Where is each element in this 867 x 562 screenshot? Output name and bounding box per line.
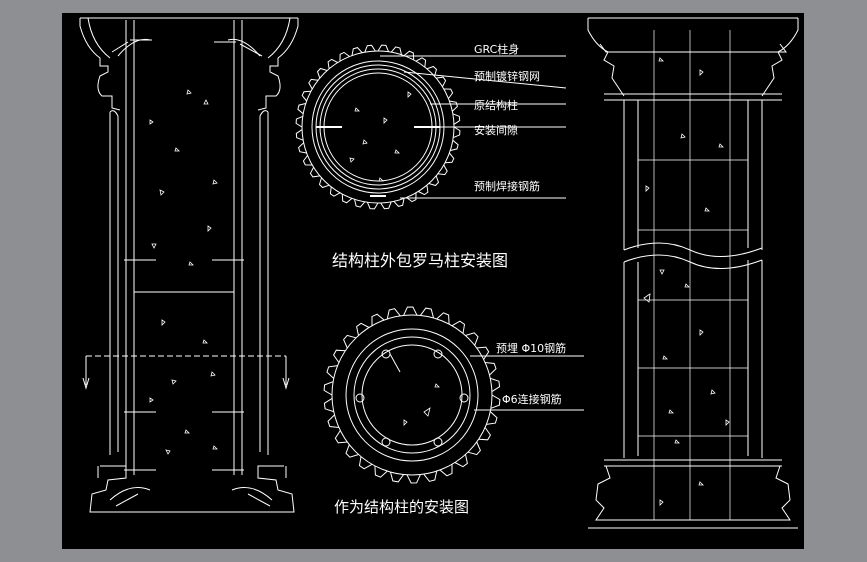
label-welded-rebar: 预制焊接钢筋	[474, 179, 540, 193]
left-column-elevation	[79, 17, 299, 513]
section2-caption: 作为结构柱的安装图	[334, 498, 469, 516]
label-galvanized-mesh: 预制镀锌钢网	[474, 69, 540, 83]
gear-teeth-path	[295, 44, 461, 210]
label-install-gap: 安装间隙	[474, 123, 518, 137]
section1-gear-teeth	[295, 44, 461, 210]
gear-teeth-path	[323, 306, 501, 484]
label-grc-shaft: GRC柱身	[474, 42, 519, 56]
label-original-column: 原结构柱	[474, 98, 518, 112]
label-embedded-rebar: 预埋 Φ10钢筋	[496, 341, 566, 355]
section1-caption: 结构柱外包罗马柱安装图	[332, 251, 508, 270]
right-column-elevation	[587, 17, 799, 529]
label-connecting-rebar: Φ6连接钢筋	[502, 392, 562, 406]
section2-gear-teeth	[323, 306, 501, 484]
